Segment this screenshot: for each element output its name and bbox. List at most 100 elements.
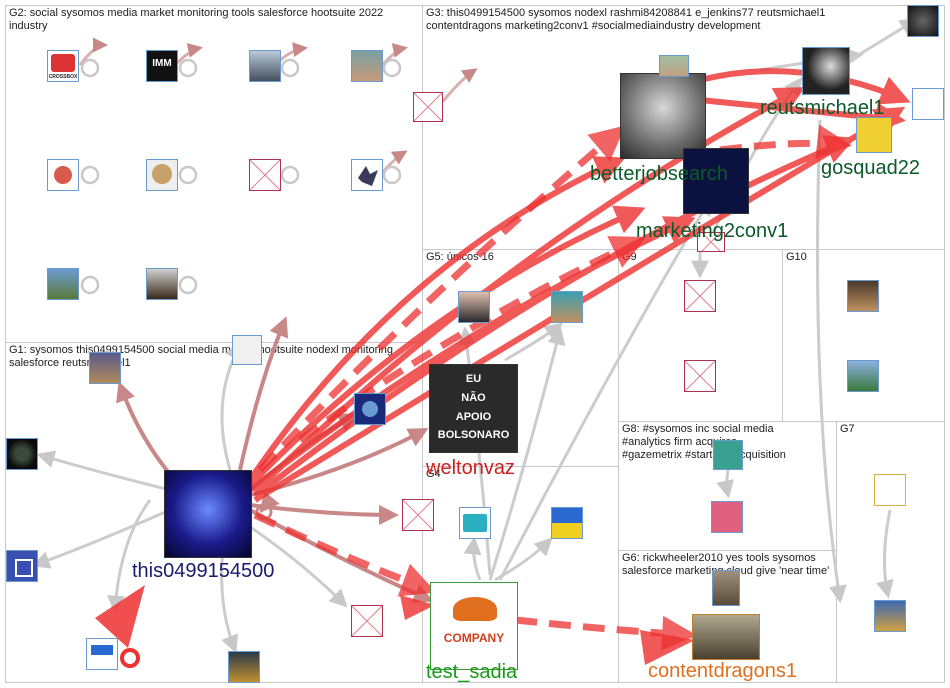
- edge: [107, 499, 152, 614]
- label-test-sadia: test_sadia: [426, 661, 518, 683]
- node-city-photo[interactable]: [874, 600, 906, 632]
- edge: [463, 536, 482, 581]
- node-missing-image[interactable]: [413, 92, 443, 122]
- edge: [239, 518, 348, 608]
- label-gosquad22: gosquad22: [821, 157, 920, 179]
- node-user-hat[interactable]: [712, 570, 740, 606]
- node-virus[interactable]: [47, 159, 79, 191]
- edge: [31, 508, 171, 569]
- node-ukraine-flag[interactable]: [551, 507, 583, 539]
- node-user-cartoon[interactable]: [711, 501, 743, 533]
- label-contentdragons1: contentdragons1: [648, 660, 798, 682]
- self-loop: [80, 165, 100, 185]
- label-reutsmichael1: reutsmichael1: [760, 97, 885, 119]
- label-this0499154500: this0499154500: [132, 560, 275, 582]
- node-imm[interactable]: IMM: [146, 50, 178, 82]
- edge: [849, 18, 918, 62]
- edge-arrowhead: [640, 630, 695, 665]
- node-user-beard[interactable]: [551, 291, 583, 323]
- company-logo-icon: [453, 597, 497, 621]
- node-test-sadia[interactable]: COMPANY: [430, 582, 518, 670]
- node-top-right-photo[interactable]: [907, 5, 939, 37]
- dragon-icon: [358, 166, 378, 186]
- node-guitar-photo[interactable]: [228, 651, 260, 683]
- node-room-photo[interactable]: [847, 280, 879, 312]
- node-weltonvaz[interactable]: EU NÃO APOIO BOLSONARO: [429, 364, 518, 453]
- node-missing-image[interactable]: [402, 499, 434, 531]
- self-loop: [280, 165, 300, 185]
- edge: [876, 509, 894, 599]
- group-g6-label: G6: rickwheeler2010 yes tools sysomos sa…: [622, 552, 830, 577]
- node-missing-image[interactable]: [684, 360, 716, 392]
- edge: [238, 316, 289, 471]
- self-loop: [178, 275, 198, 295]
- node-landscape[interactable]: [47, 268, 79, 300]
- node-contentdragons1[interactable]: [692, 614, 760, 660]
- node-reutsmichael1[interactable]: [802, 47, 850, 95]
- node-video-thumb[interactable]: [89, 352, 121, 384]
- self-loop: [178, 58, 198, 78]
- company-text: COMPANY: [443, 631, 505, 645]
- node-field-photo[interactable]: [847, 360, 879, 392]
- node-marketing2conv1[interactable]: [683, 148, 749, 214]
- node-mm-logo[interactable]: [86, 638, 118, 670]
- node-blue-logo[interactable]: [6, 550, 38, 582]
- node-dark-circle[interactable]: [6, 438, 38, 470]
- group-g8: G8: #sysomos inc social media #analytics…: [618, 421, 837, 551]
- edge: [253, 135, 856, 499]
- node-globe[interactable]: [146, 159, 178, 191]
- node-missing-image[interactable]: [249, 159, 281, 191]
- node-dragon[interactable]: [351, 159, 383, 191]
- edge-arrowhead: [95, 585, 145, 648]
- imm-text: IMM: [152, 58, 172, 69]
- self-loop: [178, 165, 198, 185]
- edge: [699, 68, 911, 105]
- node-teal-badge[interactable]: [459, 507, 491, 539]
- node-missing-image[interactable]: [697, 232, 725, 252]
- group-g8-label: G8: #sysomos inc social media #analytics…: [622, 423, 786, 461]
- edge-arrowhead: [400, 595, 435, 620]
- node-dark-blue-logo[interactable]: [354, 393, 386, 425]
- node-this0499154500[interactable]: [164, 470, 252, 558]
- node-user-woman[interactable]: [351, 50, 383, 82]
- self-loop: [80, 58, 100, 78]
- self-loop: [80, 275, 100, 295]
- bird-icon: [362, 401, 378, 417]
- edge: [252, 87, 806, 495]
- group-g10-label: G10: [786, 251, 807, 263]
- group-g3-label: G3: this0499154500 sysomos nodexl rashmi…: [426, 7, 826, 32]
- self-loop: [382, 58, 402, 78]
- edge: [816, 119, 847, 604]
- edge: [488, 326, 566, 581]
- self-loop: [120, 648, 140, 668]
- group-g7-label: G7: [840, 423, 855, 435]
- virus-icon: [54, 166, 72, 184]
- edge: [297, 236, 647, 443]
- self-loop: [280, 58, 300, 78]
- node-missing-image[interactable]: [351, 605, 383, 637]
- badge-icon: [463, 514, 487, 532]
- sign-text-2: NÃO: [461, 392, 486, 404]
- node-user-man[interactable]: [146, 268, 178, 300]
- node-teal-logo[interactable]: [713, 440, 743, 470]
- sign-text-1: EU: [465, 373, 482, 385]
- edge: [504, 322, 563, 362]
- node-gosquad22[interactable]: [856, 117, 892, 153]
- node-betterjobsearch[interactable]: [620, 73, 706, 159]
- node-user-glasses-woman[interactable]: [458, 291, 490, 323]
- crossbox-text: CROSSBOX: [48, 74, 78, 80]
- node-user-small[interactable]: [659, 55, 689, 77]
- node-crossbox[interactable]: CROSSBOX: [47, 50, 79, 82]
- label-betterjobsearch: betterjobsearch: [590, 163, 728, 185]
- node-user-suit[interactable]: [249, 50, 281, 82]
- node-blank[interactable]: [912, 88, 944, 120]
- edge: [514, 615, 697, 651]
- node-missing-image[interactable]: [684, 280, 716, 312]
- sign-text-3: APOIO: [455, 411, 492, 423]
- node-sketch[interactable]: [874, 474, 906, 506]
- edge: [719, 124, 852, 160]
- node-web-thumb[interactable]: [232, 335, 262, 365]
- edge: [257, 125, 626, 473]
- group-g4-label: G4: [426, 468, 441, 480]
